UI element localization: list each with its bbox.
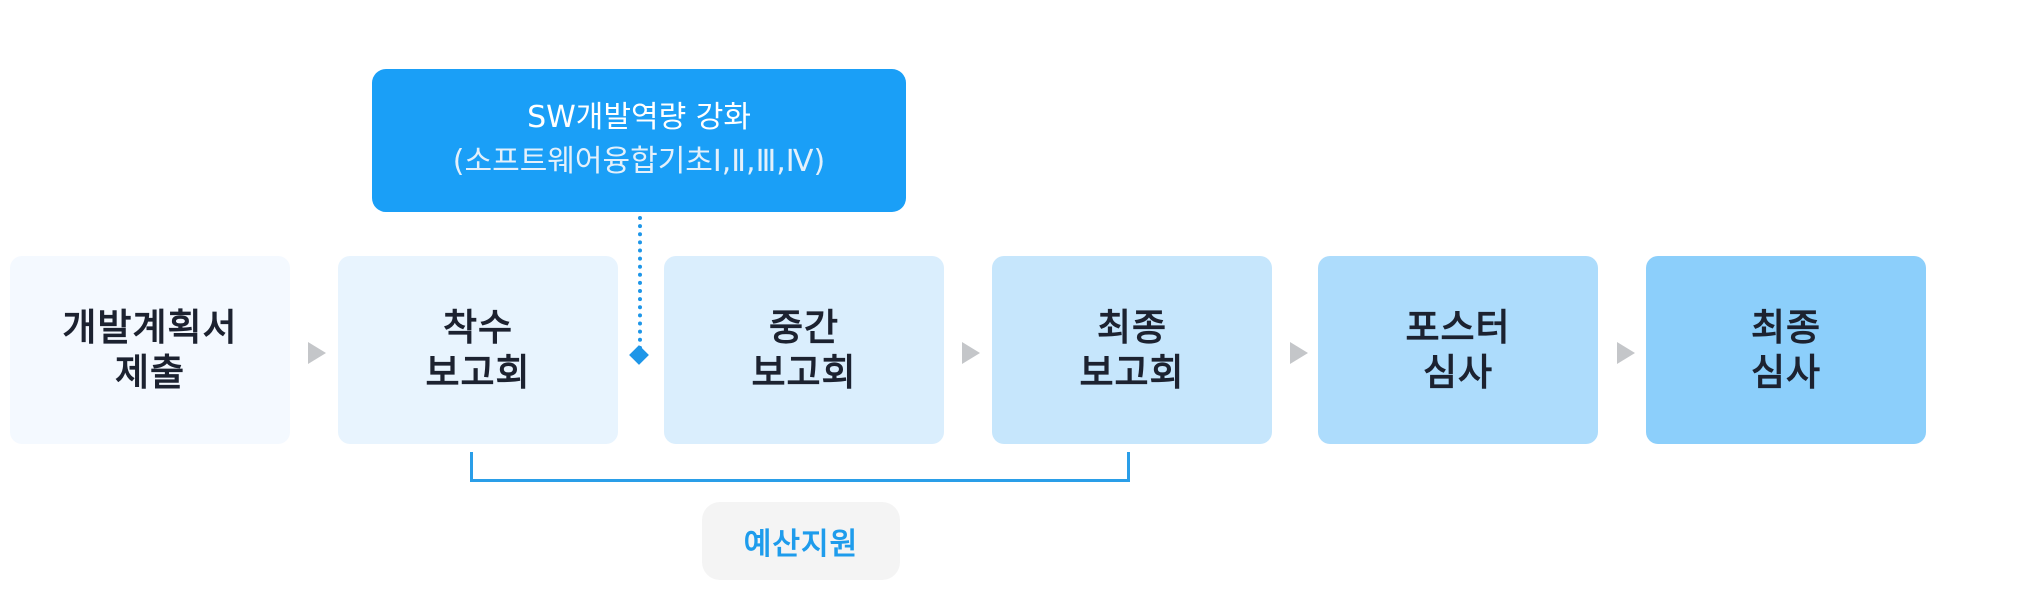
arrow-right-icon (962, 342, 980, 364)
stage-kickoff-report: 착수 보고회 (338, 256, 618, 444)
stage-final-review: 최종 심사 (1646, 256, 1926, 444)
arrow-right-icon (1290, 342, 1308, 364)
stage-final-report: 최종 보고회 (992, 256, 1272, 444)
stage-label: 개발계획서 제출 (62, 306, 238, 394)
budget-label: 예산지원 (743, 527, 859, 562)
arrow-right-icon (308, 342, 326, 364)
stage-poster-review: 포스터 심사 (1318, 256, 1598, 444)
budget-span-bracket (470, 452, 1130, 482)
stage-plan-submission: 개발계획서 제출 (10, 256, 290, 444)
stage-label: 최종 보고회 (1079, 306, 1185, 394)
stage-label: 착수 보고회 (425, 306, 531, 394)
connector-diamond-icon (629, 345, 649, 365)
stage-label: 중간 보고회 (751, 306, 857, 394)
stage-label: 최종 심사 (1750, 306, 1822, 394)
callout-title: SW개발역량 강화 (527, 99, 751, 135)
callout-connector-line (638, 216, 642, 350)
sw-capability-callout: SW개발역량 강화 (소프트웨어융합기초Ⅰ,Ⅱ,Ⅲ,Ⅳ) (372, 69, 906, 212)
callout-subtitle: (소프트웨어융합기초Ⅰ,Ⅱ,Ⅲ,Ⅳ) (452, 143, 826, 179)
stage-interim-report: 중간 보고회 (664, 256, 944, 444)
stage-label: 포스터 심사 (1405, 306, 1511, 394)
budget-support-badge: 예산지원 (702, 502, 900, 580)
arrow-right-icon (1617, 342, 1635, 364)
